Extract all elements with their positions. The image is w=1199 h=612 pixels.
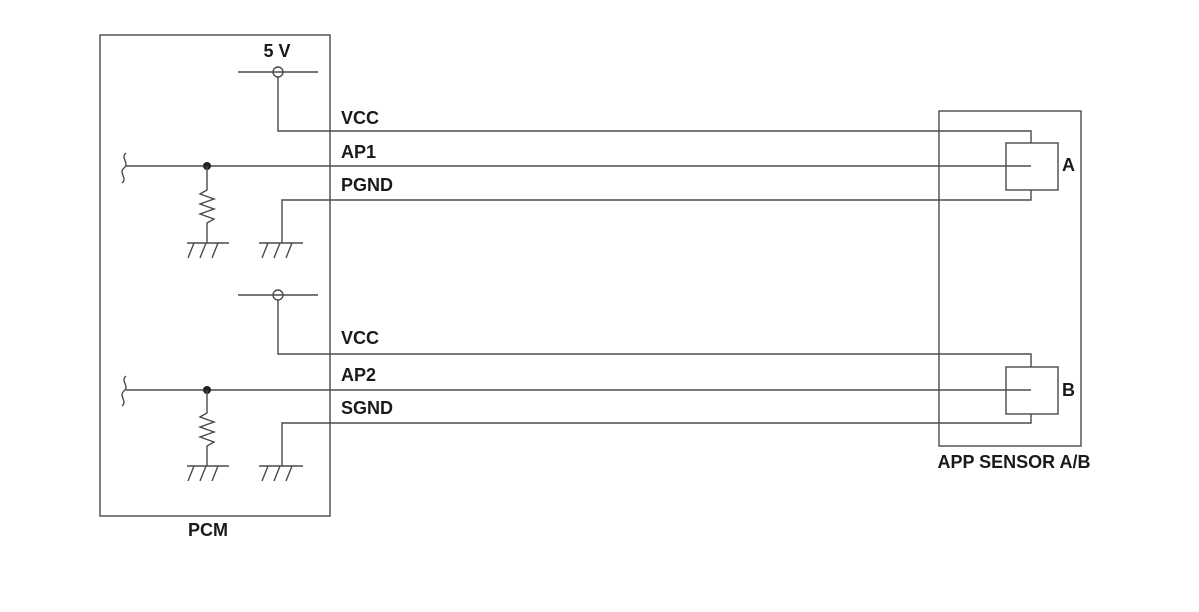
vcc-wire-2	[277, 300, 1032, 367]
app-sensor-label: APP SENSOR A/B	[937, 452, 1090, 472]
sensor-a-element	[1005, 142, 1059, 191]
vcc-wire-1	[277, 77, 1032, 143]
vcc-label-1: VCC	[341, 108, 379, 128]
sgnd-label: SGND	[341, 398, 393, 418]
pcm-box	[99, 34, 331, 517]
sensor-a-label: A	[1062, 155, 1075, 175]
pgnd-wire	[281, 190, 1032, 243]
circuit-b	[121, 289, 1059, 482]
ap1-label: AP1	[341, 142, 376, 162]
sensor-b-label: B	[1062, 380, 1075, 400]
pcm-label: PCM	[188, 520, 228, 540]
ap2-label: AP2	[341, 365, 376, 385]
wire-break-2	[121, 375, 127, 407]
pgnd-label: PGND	[341, 175, 393, 195]
vcc-label-2: VCC	[341, 328, 379, 348]
sensor-b-element	[1005, 366, 1059, 415]
wire-break-1	[121, 152, 127, 184]
supply-voltage-label: 5 V	[263, 41, 290, 61]
pulldown-resistor-1	[197, 166, 217, 243]
circuit-a	[121, 66, 1059, 259]
sgnd-wire	[281, 414, 1032, 466]
app-sensor-box	[938, 110, 1082, 447]
pulldown-resistor-2	[197, 390, 217, 466]
